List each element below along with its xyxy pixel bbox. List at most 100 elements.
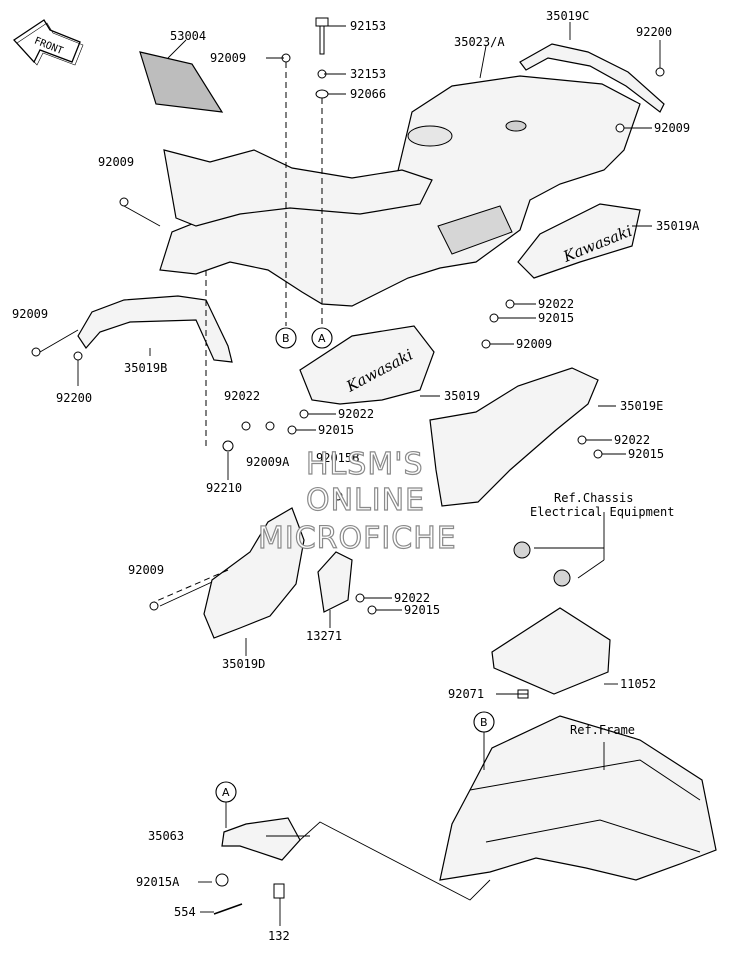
ref-frame: Ref.Frame bbox=[570, 723, 635, 737]
label-35019: 35019 bbox=[444, 389, 480, 403]
fender-cap-hole bbox=[505, 120, 527, 132]
label-92071: 92071 bbox=[448, 687, 484, 701]
label-92015-d: 92015 bbox=[404, 603, 440, 617]
frame-rail bbox=[469, 759, 701, 801]
label-92153: 92153 bbox=[350, 19, 386, 33]
label-92009-f: 92009 bbox=[128, 563, 164, 577]
label-11052: 11052 bbox=[620, 677, 656, 691]
nut-92015A bbox=[215, 873, 229, 887]
washer-92022-a bbox=[505, 299, 515, 309]
label-35019E: 35019E bbox=[620, 399, 663, 413]
washer-92022-e bbox=[355, 593, 365, 603]
callout-a-upper: A bbox=[311, 327, 333, 349]
bolt-92153-shank bbox=[319, 25, 325, 55]
part-labels: 53004 92153 35019C 92009 32153 35023/A 9… bbox=[12, 9, 700, 943]
bolt-92009-low bbox=[149, 601, 159, 611]
label-92200-b: 92200 bbox=[56, 391, 92, 405]
label-92009A: 92009A bbox=[246, 455, 290, 469]
guard-35019B bbox=[77, 295, 233, 363]
nut-92015-c bbox=[593, 449, 603, 459]
callout-b-upper-label: B bbox=[282, 332, 290, 345]
label-92009-c: 92009 bbox=[98, 155, 134, 169]
label-53004: 53004 bbox=[170, 29, 206, 43]
washer-92022-c bbox=[299, 409, 309, 419]
callout-b-lower: B bbox=[473, 711, 495, 733]
bolt-92009A bbox=[265, 421, 275, 431]
label-92210: 92210 bbox=[206, 481, 242, 495]
ref-chassis-subtitle: Electrical Equipment bbox=[530, 505, 675, 519]
collar-92210 bbox=[222, 440, 234, 452]
bracket-35063 bbox=[221, 817, 301, 861]
guard-35019A bbox=[517, 203, 641, 279]
bolt-92009-left bbox=[119, 197, 129, 207]
fender-fuel-opening bbox=[407, 125, 453, 147]
label-13271: 13271 bbox=[306, 629, 342, 643]
washer-92022-b bbox=[241, 421, 251, 431]
guard-35019D bbox=[203, 507, 305, 639]
label-35023A: 35023/A bbox=[454, 35, 505, 49]
battery-connector-1 bbox=[513, 541, 531, 559]
cotter-pin-554 bbox=[213, 903, 243, 915]
watermark-line-1: HLSM'S bbox=[306, 447, 424, 482]
bolt-92009-farleft bbox=[31, 347, 41, 357]
label-32153: 32153 bbox=[350, 67, 386, 81]
callout-a-upper-label: A bbox=[318, 332, 326, 345]
ref-chassis-title: Ref.Chassis bbox=[554, 491, 633, 505]
label-92022-d: 92022 bbox=[614, 433, 650, 447]
label-92022-b: 92022 bbox=[224, 389, 260, 403]
label-35019A: 35019A bbox=[656, 219, 700, 233]
bolt-92009-right bbox=[615, 123, 625, 133]
guard-35019 bbox=[299, 325, 435, 405]
label-92015-b: 92015 bbox=[318, 423, 354, 437]
label-92009-b: 92009 bbox=[654, 121, 690, 135]
label-35063: 35063 bbox=[148, 829, 184, 843]
label-92200-a: 92200 bbox=[636, 25, 672, 39]
label-92066: 92066 bbox=[350, 87, 386, 101]
watermark-line-3: MICROFICHE bbox=[258, 521, 457, 556]
washer-92022-d bbox=[577, 435, 587, 445]
dashed-reference-lines bbox=[153, 62, 323, 603]
frame-rail-lower bbox=[485, 819, 701, 853]
label-92022-e: 92022 bbox=[394, 591, 430, 605]
clip-92015B bbox=[333, 491, 343, 501]
washer-92200-right bbox=[655, 67, 665, 77]
frame bbox=[439, 715, 717, 881]
callout-b-upper: B bbox=[275, 327, 297, 349]
label-35019B: 35019B bbox=[124, 361, 167, 375]
reference-labels: Ref.Chassis Electrical Equipment Ref.Fra… bbox=[530, 491, 675, 737]
decal-sheet-53004 bbox=[139, 51, 224, 113]
label-92015-c: 92015 bbox=[628, 447, 664, 461]
label-92009-d: 92009 bbox=[12, 307, 48, 321]
nut-92015-a bbox=[489, 313, 499, 323]
front-fender-section bbox=[163, 149, 433, 227]
fender-rear-box bbox=[437, 205, 513, 255]
nut-92015-d bbox=[367, 605, 377, 615]
label-35019C: 35019C bbox=[546, 9, 589, 23]
callout-a-lower: A bbox=[215, 781, 237, 803]
callout-b-lower-label: B bbox=[480, 716, 488, 729]
label-92009-e: 92009 bbox=[516, 337, 552, 351]
label-92022-c: 92022 bbox=[338, 407, 374, 421]
label-92015A: 92015A bbox=[136, 875, 180, 889]
label-92015B: 92015B bbox=[316, 451, 359, 465]
bolt-132 bbox=[273, 883, 285, 899]
label-35019D: 35019D bbox=[222, 657, 265, 671]
label-92009-a: 92009 bbox=[210, 51, 246, 65]
bracket-13271 bbox=[317, 551, 353, 613]
washer-92200-left bbox=[73, 351, 83, 361]
guard-35019C bbox=[519, 43, 665, 113]
label-132: 132 bbox=[268, 929, 290, 943]
hardware-glyphs bbox=[31, 17, 665, 915]
bolt-92009-mid bbox=[481, 339, 491, 349]
leader-lines bbox=[39, 22, 661, 926]
battery-tray-11052 bbox=[491, 607, 611, 695]
watermark-line-2: ONLINE bbox=[306, 483, 425, 518]
label-92015-a: 92015 bbox=[538, 311, 574, 325]
nut-92015-b bbox=[287, 425, 297, 435]
label-554: 554 bbox=[174, 905, 196, 919]
bolt-92153 bbox=[315, 17, 329, 27]
watermark: HLSM'S ONLINE MICROFICHE bbox=[257, 446, 457, 556]
label-92022-a: 92022 bbox=[538, 297, 574, 311]
guard-35019E bbox=[429, 367, 599, 507]
